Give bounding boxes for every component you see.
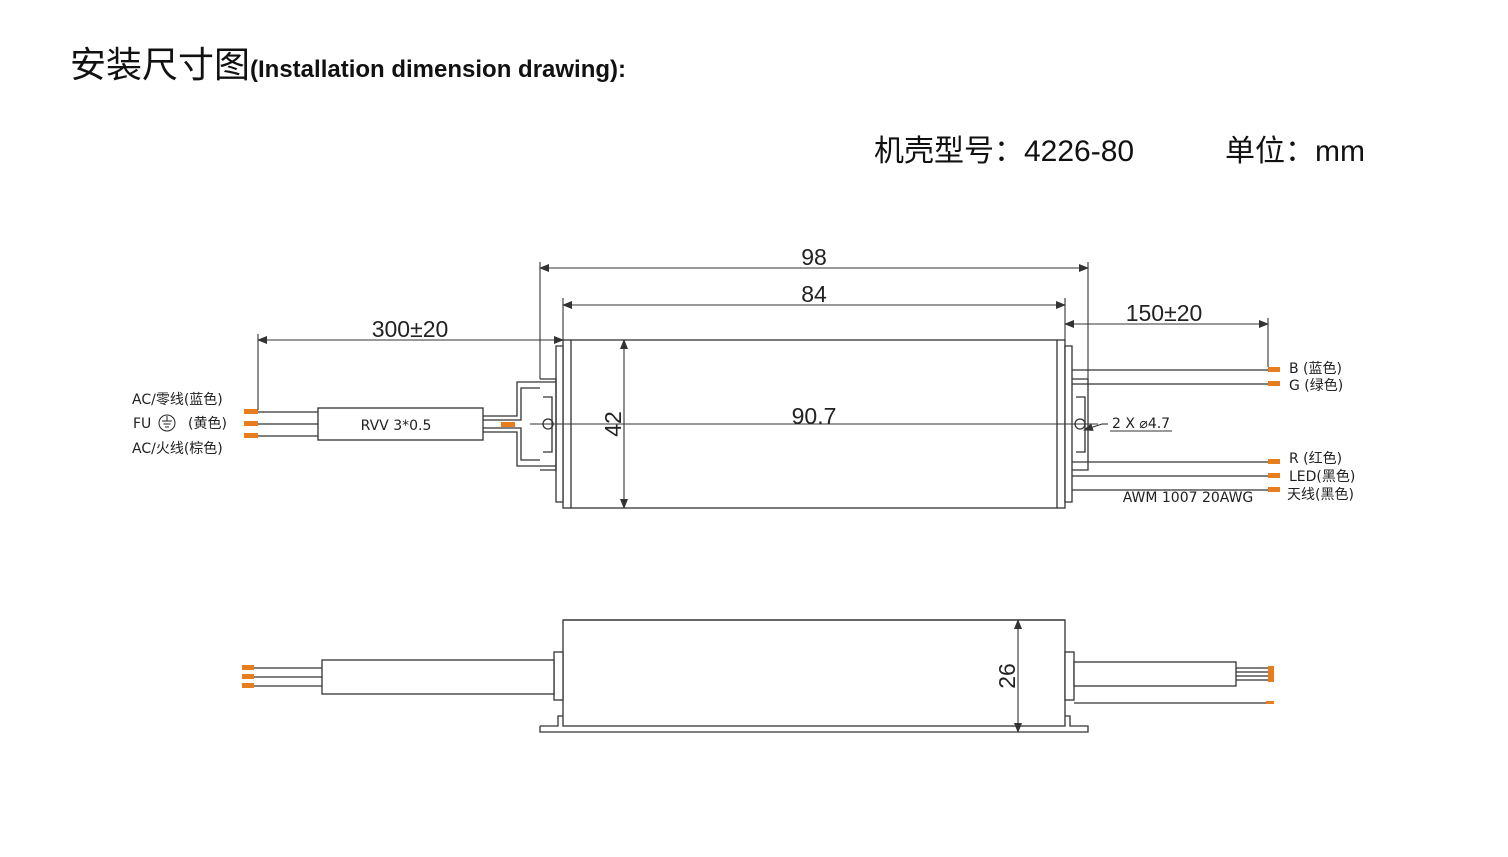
top-view-dimensions [257, 262, 1269, 509]
output-wire-r-label: R (红色) [1289, 450, 1342, 467]
dim-input-cable-length: 300±20 [372, 316, 449, 342]
base-flange [539, 715, 1089, 733]
ground-icon [158, 414, 176, 432]
output-wire-b-label: B (蓝色) [1289, 360, 1342, 377]
dim-hole-spacing: 90.7 [792, 403, 837, 429]
side-view [248, 619, 1270, 733]
dim-output-cable-length: 150±20 [1126, 300, 1203, 326]
output-cable-side [1073, 661, 1237, 687]
input-cable-side [321, 659, 555, 695]
mounting-holes-label: 2 X ⌀4.7 [1112, 416, 1170, 432]
output-wire-antenna-label: 天线(黑色) [1287, 486, 1354, 503]
wire-ends [244, 367, 1280, 492]
input-wire-neutral-label: AC/零线(蓝色) [132, 391, 223, 408]
input-cable-jacket [317, 407, 484, 441]
dim-overall-length: 98 [801, 244, 827, 270]
housing-model: 机壳型号：4226-80 [874, 135, 1135, 168]
input-wire-ground-label: (黄色) [188, 415, 227, 432]
input-wire-ground-prefix: FU [133, 416, 151, 432]
side-wire-ends [242, 665, 1274, 704]
title-english: (Installation dimension drawing): [250, 56, 627, 83]
dim-body-height: 42 [600, 411, 626, 437]
input-wire-live-label: AC/火线(棕色) [132, 440, 223, 457]
unit-label: 单位：mm [1225, 135, 1365, 168]
psu-body-side [562, 619, 1066, 727]
dim-body-thickness: 26 [994, 663, 1020, 689]
dim-body-length: 84 [801, 281, 827, 307]
output-wire-led-label: LED(黑色) [1289, 468, 1355, 485]
top-view [258, 339, 1270, 509]
page-title: 安装尺寸图(Installation dimension drawing): [70, 36, 626, 88]
title-chinese: 安装尺寸图 [70, 45, 251, 86]
input-cable-label: RVV 3*0.5 [361, 418, 432, 434]
output-wire-g-label: G (绿色) [1289, 377, 1343, 394]
output-cable-spec: AWM 1007 20AWG [1123, 490, 1254, 506]
